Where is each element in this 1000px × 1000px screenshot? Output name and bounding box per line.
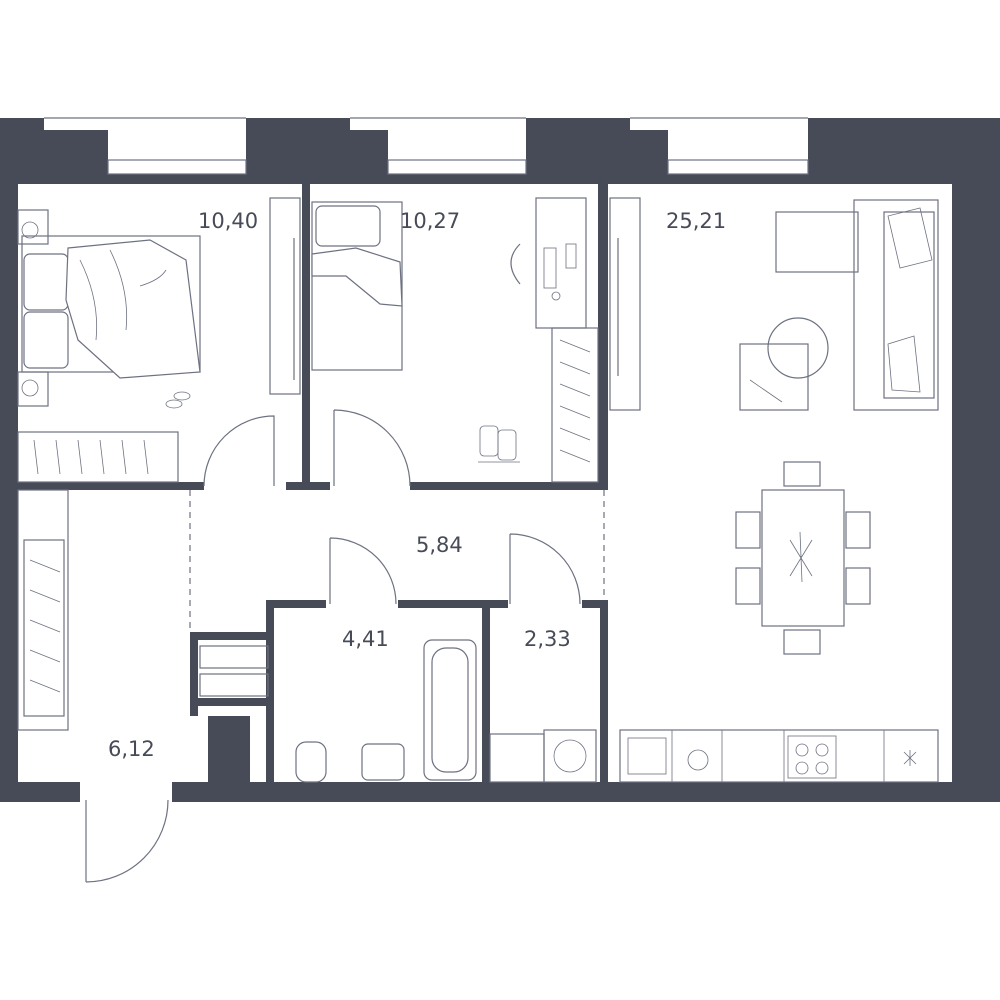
room-area-label: 2,33 — [524, 627, 571, 651]
sofa — [775, 199, 939, 411]
area-labels: 10,40 10,27 25,21 5,84 4,41 2,33 6,12 — [108, 209, 726, 761]
room-area-label: 4,41 — [342, 627, 389, 651]
chair — [510, 243, 521, 285]
bedroom-furniture — [17, 197, 301, 483]
bathroom-fixtures — [295, 639, 477, 783]
bed — [311, 201, 403, 371]
washing-machine — [543, 729, 597, 783]
kids-room-furniture — [311, 197, 599, 483]
wardrobe — [17, 431, 179, 483]
round-table — [767, 317, 829, 379]
room-area-label: 5,84 — [416, 533, 463, 557]
windows — [44, 117, 809, 175]
entrance-furniture — [17, 489, 269, 731]
bathtub — [423, 639, 477, 781]
desk — [535, 197, 587, 329]
sink — [361, 743, 405, 781]
cooktop-icon — [787, 735, 837, 779]
bed — [21, 235, 201, 379]
walls — [0, 118, 1000, 802]
room-area-label: 10,27 — [400, 209, 460, 233]
doors — [85, 409, 581, 883]
rollerblades-icon — [478, 425, 520, 463]
wardrobe — [551, 327, 599, 483]
room-area-label: 10,40 — [198, 209, 258, 233]
room-area-label: 6,12 — [108, 737, 155, 761]
living-furniture — [609, 197, 939, 783]
dining-table — [735, 461, 871, 655]
tv-cabinet — [269, 197, 301, 395]
sink-icon — [687, 749, 709, 771]
tv-cabinet — [609, 197, 641, 411]
room-area-label: 25,21 — [666, 209, 726, 233]
coffee-table — [739, 343, 809, 411]
slippers-icon — [165, 391, 191, 409]
kitchen-counter — [619, 729, 939, 783]
wc-fixtures — [489, 729, 597, 783]
wardrobe — [17, 489, 69, 731]
nightstand — [17, 209, 49, 407]
toilet — [295, 741, 327, 783]
